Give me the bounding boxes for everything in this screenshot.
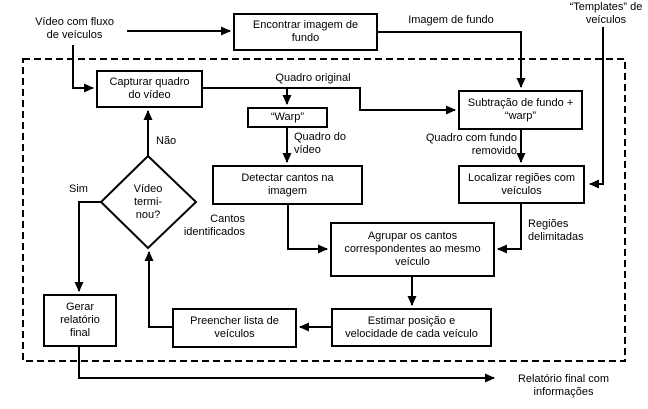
decision-video-terminou: Vídeo termi- nou? [133,183,163,221]
node-agrupar-cantos-mesmo-veiculo: Agrupar os cantos correspondentes ao mes… [330,222,495,277]
label-imagem-de-fundo: Imagem de fundo [408,14,494,26]
label-relatorio-final-com-informacoes: Relatório final com informações [517,373,610,398]
label-cantos-identificados: Cantos identificados [183,213,245,238]
arrow-templates-to-localizar [589,27,604,189]
label-quadro-do-video: Quadro do vídeo [294,131,346,156]
node-encontrar-imagem-de-fundo: Encontrar imagem de fundo [233,13,378,51]
label-sim: Sim [69,183,88,195]
arrow-decision-sim-to-gerar [74,201,101,292]
node-localizar-regioes-com-veiculos: Localizar regiões com veículos [458,165,585,204]
arrow-localizar-to-agrupar [497,204,522,254]
node-detectar-cantos-na-imagem: Detectar cantos na imagem [212,165,363,205]
label-nao: Não [156,135,177,147]
node-capturar-quadro-do-video: Capturar quadro do vídeo [96,70,203,108]
node-warp: “Warp” [247,107,328,128]
arrow-video-to-capturar [72,45,94,93]
label-quadro-com-fundo-removido: Quadro com fundo removido [425,132,517,157]
system-boundary-dashed-box [22,58,626,362]
node-estimar-posicao-velocidade: Estimar posição e velocidade de cada veí… [331,308,492,347]
label-templates-de-veiculos: “Templates” de veículos [569,1,643,26]
arrow-gerar-to-relatorio [78,347,495,383]
node-preencher-lista-de-veiculos: Preencher lista de veículos [172,308,297,348]
decision-diamond-shape [99,154,198,250]
arrow-encontrar-to-subtracao [378,31,526,88]
label-quadro-original: Quadro original [275,72,351,84]
arrow-preencher-to-decision [144,251,172,328]
label-regioes-delimitadas: Regiões delimitadas [528,218,584,243]
node-subtracao-de-fundo-warp: Subtração de fundo + “warp” [458,90,583,130]
arrow-detectar-to-agrupar [287,205,328,254]
label-video-com-fluxo: Vídeo com fluxo de veículos [35,16,114,41]
node-gerar-relatorio-final: Gerar relatório final [43,294,117,347]
arrow-capturar-to-subtracao [202,87,456,115]
